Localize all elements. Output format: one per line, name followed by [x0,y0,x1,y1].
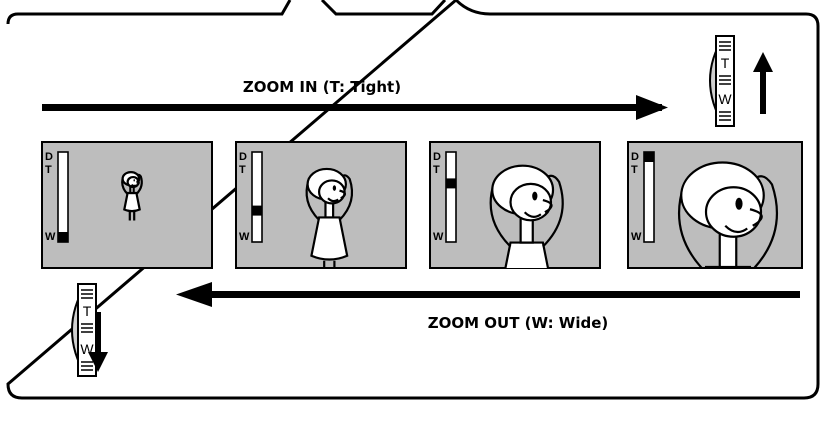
zoom-in-label: ZOOM IN (T: Tight) [243,78,401,96]
indicator-w-label: W [433,231,444,243]
svg-text:T: T [721,55,730,71]
indicator-w-label: W [45,231,56,243]
zoom-in-arrow [42,95,668,120]
svg-text:W: W [718,91,732,107]
indicator-t-label: T [433,164,440,176]
zoom-out-label: ZOOM OUT (W: Wide) [428,314,609,332]
zoom-frame: DT W [236,142,406,281]
indicator-t-label: T [45,164,52,176]
indicator-t-label: T [631,164,638,176]
indicator-w-label: W [239,231,250,243]
zoom-indicator-bar [252,152,262,242]
svg-text:T: T [83,303,92,319]
zoom-indicator-marker [58,232,68,242]
zoom-indicator-bar [58,152,68,242]
indicator-d-label: D [45,151,53,163]
zoom-frame: DT W [42,142,212,268]
zoom-lever-wide: T W [72,284,96,376]
woman-figure [679,163,777,405]
zoom-indicator-bar [644,152,654,242]
up-arrow [753,52,773,114]
zoom-indicator-marker [252,206,262,216]
indicator-t-label: T [239,164,246,176]
indicator-d-label: D [433,151,441,163]
zoom-indicator-marker [446,178,456,188]
indicator-d-label: D [631,151,639,163]
indicator-w-label: W [631,231,642,243]
zoom-indicator-bar [446,152,456,242]
zoom-indicator-marker [644,152,654,162]
zoom-frame: DT W [628,142,802,405]
zoom-out-arrow [176,282,800,307]
zoom-lever-tele: T W [710,36,734,156]
indicator-d-label: D [239,151,247,163]
